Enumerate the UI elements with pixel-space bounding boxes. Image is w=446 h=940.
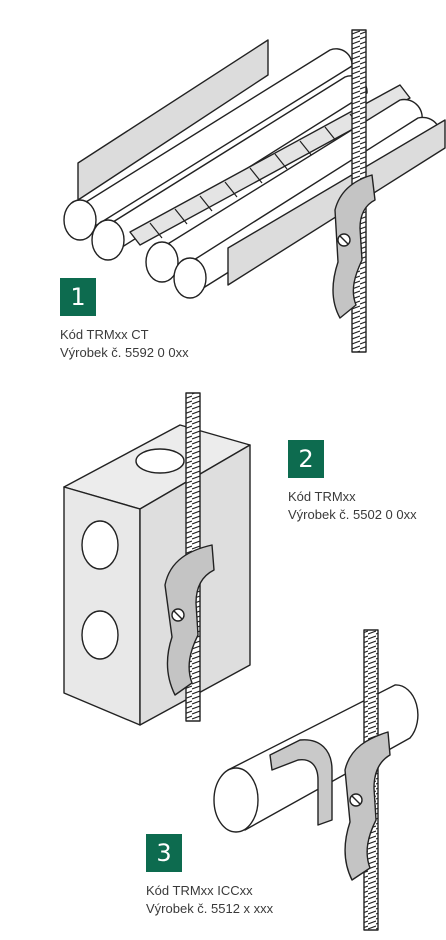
item-3-caption: Kód TRMxx ICCxx Výrobek č. 5512 x xxx: [146, 882, 273, 918]
item-2-number-badge: 2: [288, 440, 324, 478]
item-1-number-badge: 1: [60, 278, 96, 316]
illustration-box-rod-clip: [63, 392, 251, 726]
item-2-code: Kód TRMxx: [288, 489, 356, 504]
illustration-pipes-rod-clip: [63, 29, 446, 353]
illustration-conduit-rod-clip: [213, 629, 419, 931]
item-3-product-number: Výrobek č. 5512 x xxx: [146, 901, 274, 916]
item-2-product-number: Výrobek č. 5502 0 0xx: [288, 507, 417, 522]
item-1-caption: Kód TRMxx CT Výrobek č. 5592 0 0xx: [60, 326, 189, 362]
item-3-code: Kód TRMxx ICCxx: [146, 883, 253, 898]
item-1-product-number: Výrobek č. 5592 0 0xx: [60, 345, 189, 360]
item-2-caption: Kód TRMxx Výrobek č. 5502 0 0xx: [288, 488, 417, 524]
item-1-code: Kód TRMxx CT: [60, 327, 149, 342]
item-3-number-badge: 3: [146, 834, 182, 872]
